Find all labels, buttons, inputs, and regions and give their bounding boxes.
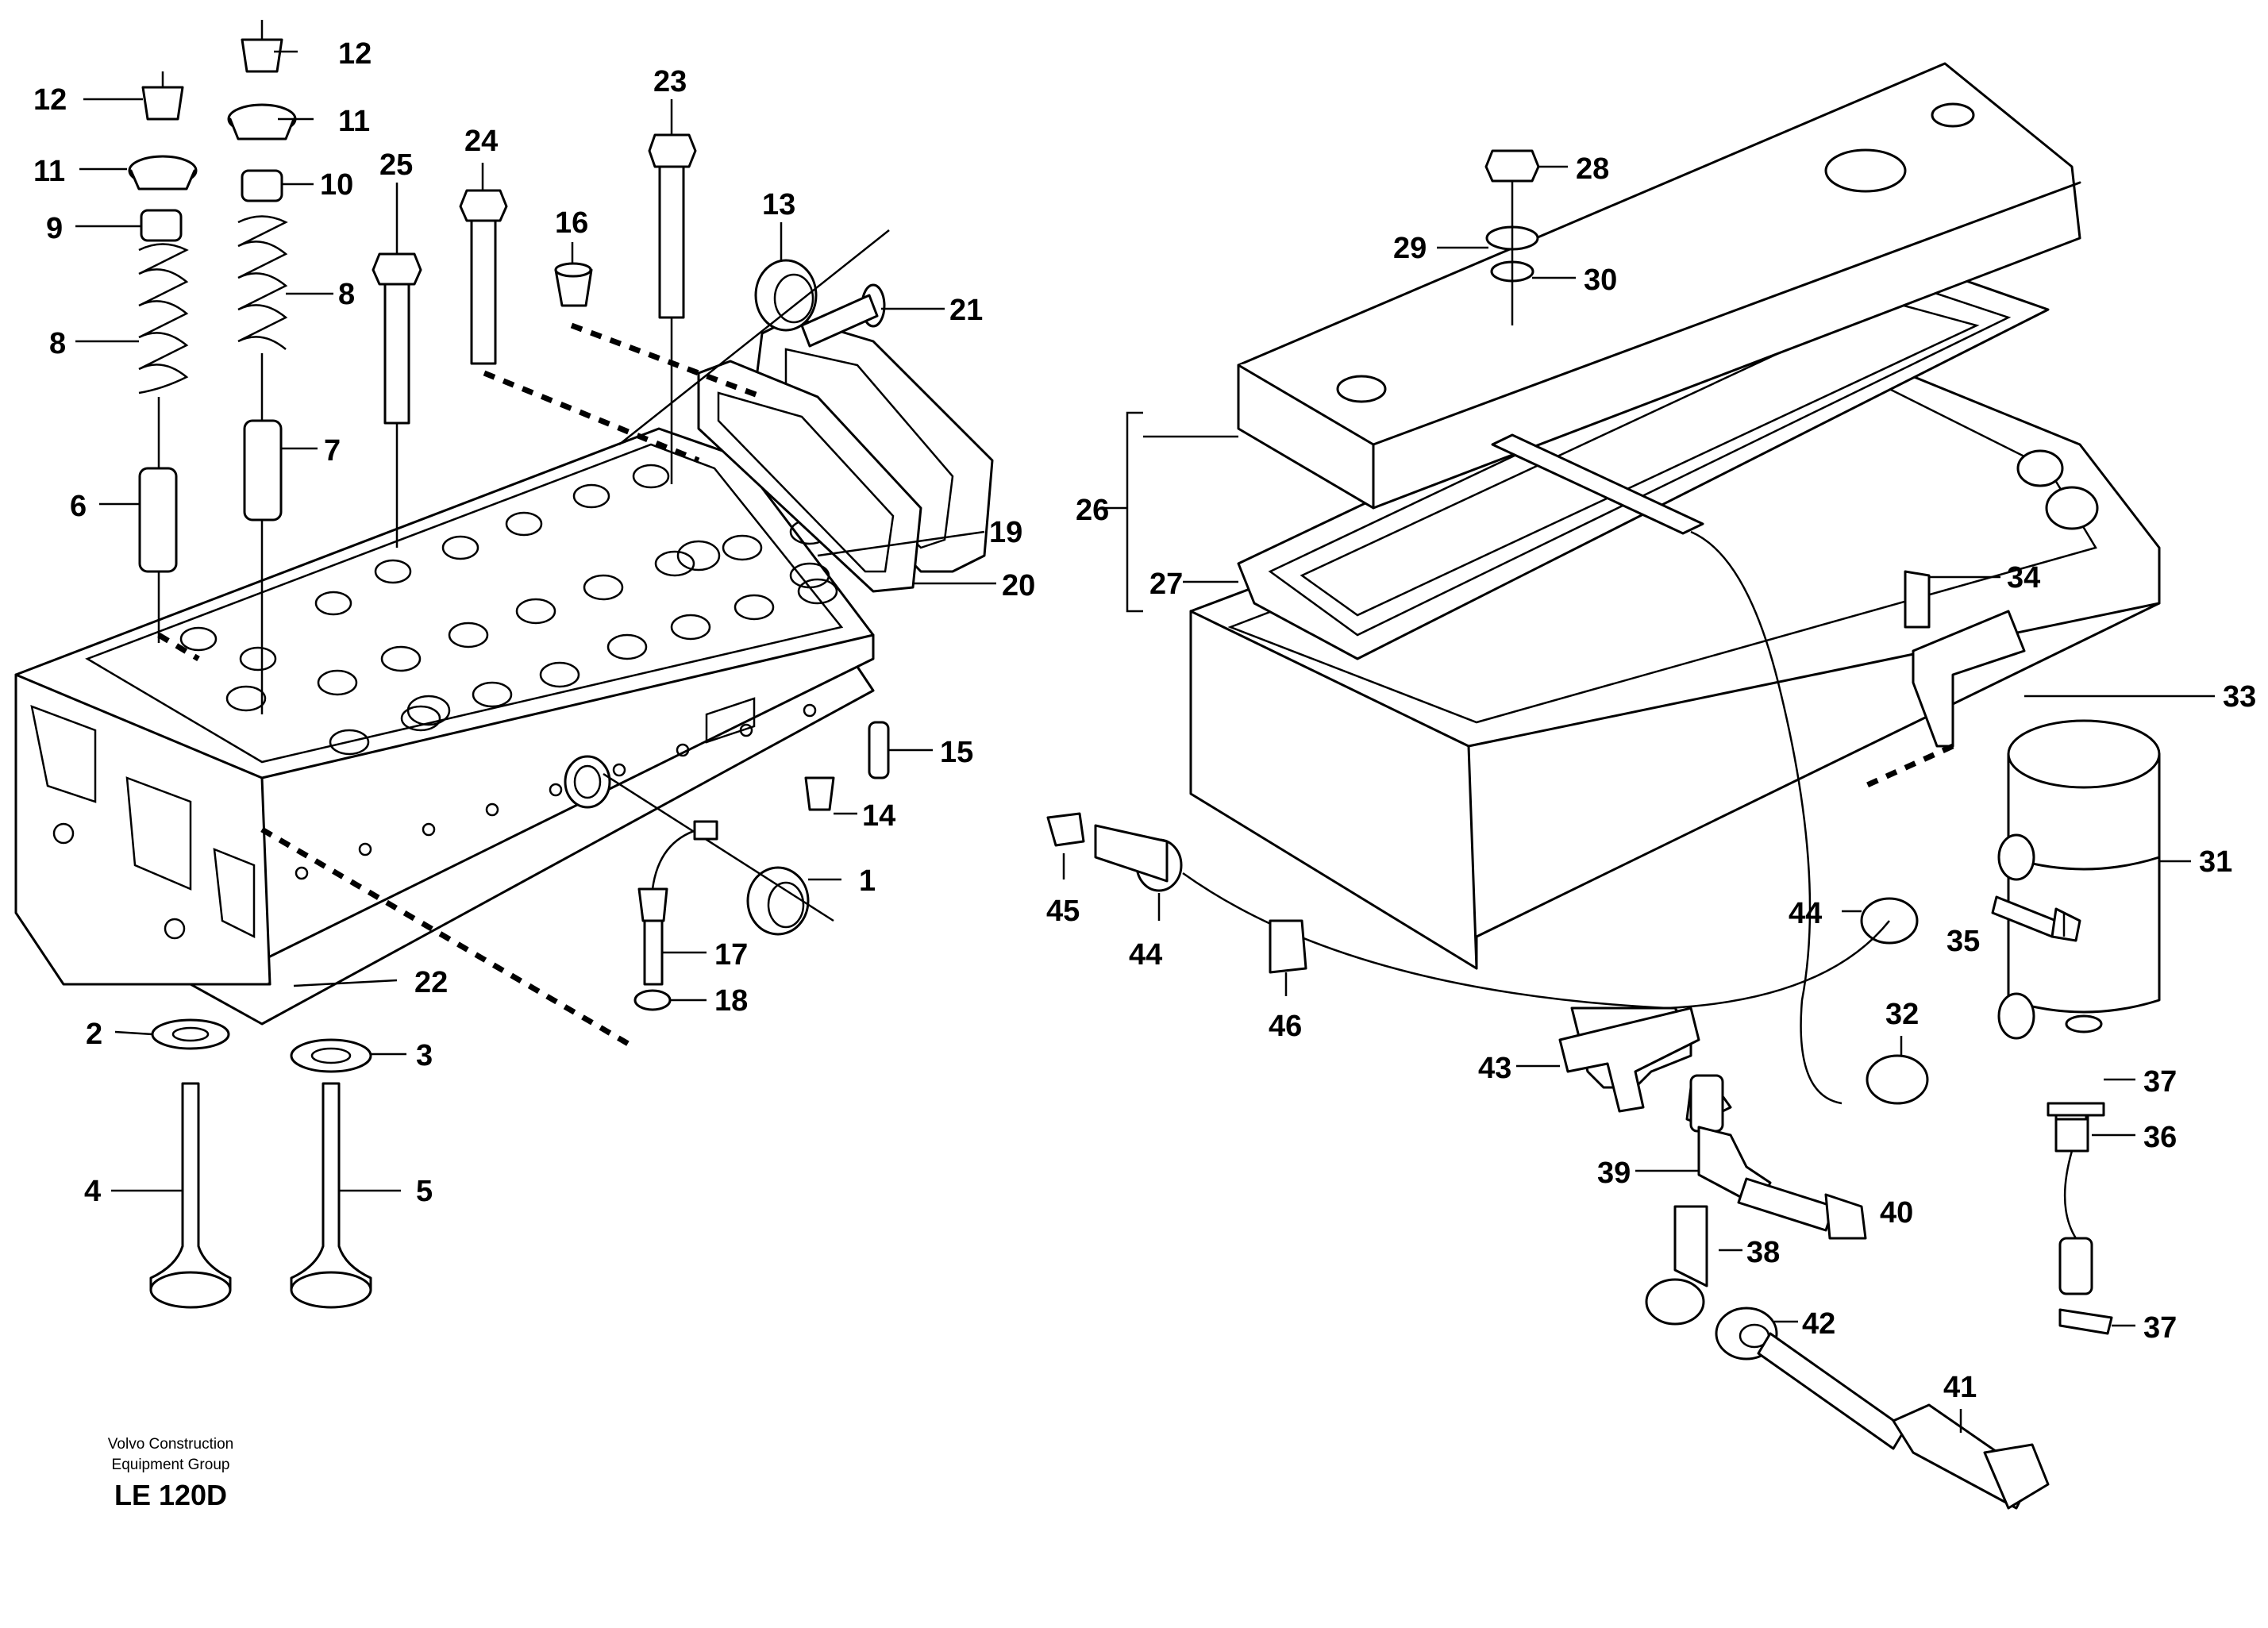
oil-separator-31 — [1991, 719, 2161, 1040]
callout-37-lower: 37 — [2143, 1311, 2177, 1345]
callout-19: 19 — [989, 516, 1022, 549]
cylinder-head — [14, 427, 875, 1026]
pipe-assembly — [1570, 1006, 2050, 1510]
callout-25: 25 — [379, 148, 413, 182]
valves — [149, 1018, 372, 1309]
callout-45: 45 — [1046, 895, 1080, 928]
callout-2: 2 — [86, 1018, 102, 1051]
callout-3: 3 — [416, 1039, 433, 1072]
valve-train-stack-left — [128, 71, 198, 643]
callout-1: 1 — [859, 864, 876, 898]
footer-branding: Volvo Construction Equipment Group LE 12… — [108, 1436, 233, 1511]
callout-27: 27 — [1149, 568, 1183, 601]
callout-18: 18 — [714, 984, 748, 1018]
callout-26: 26 — [1076, 494, 1109, 527]
bracket-33 — [1864, 570, 2026, 789]
callout-11-left: 11 — [33, 155, 65, 188]
callout-41: 41 — [1943, 1371, 1977, 1404]
callout-13: 13 — [762, 188, 795, 221]
callout-15: 15 — [940, 736, 973, 769]
callout-28: 28 — [1576, 152, 1609, 186]
callout-37-upper: 37 — [2143, 1065, 2177, 1099]
callout-16: 16 — [555, 206, 588, 240]
callout-leaders — [75, 50, 2215, 1433]
callout-5: 5 — [416, 1175, 433, 1208]
hoses-right — [1046, 812, 2113, 1335]
brand-line-2: Equipment Group — [112, 1457, 230, 1473]
callout-17: 17 — [714, 938, 748, 972]
callout-24: 24 — [464, 125, 498, 158]
callout-8-left: 8 — [49, 327, 66, 360]
callout-32: 32 — [1885, 998, 1919, 1031]
callout-8-right: 8 — [338, 278, 355, 311]
bracket-43 — [1558, 1006, 1700, 1113]
callout-38: 38 — [1746, 1236, 1780, 1269]
callout-22: 22 — [414, 966, 448, 999]
callout-4: 4 — [84, 1175, 101, 1208]
callout-46: 46 — [1269, 1010, 1302, 1043]
head-bolts — [372, 133, 697, 548]
callout-35: 35 — [1946, 925, 1980, 958]
seal-and-bolt — [618, 229, 890, 445]
alignment-dashes-left — [157, 322, 764, 1051]
valve-cover-assembly — [1189, 62, 2161, 1105]
callout-40: 40 — [1880, 1196, 1913, 1230]
model-label: LE 120D — [114, 1479, 227, 1511]
callout-21: 21 — [949, 294, 983, 327]
brand-line-1: Volvo Construction — [108, 1436, 233, 1453]
callout-7: 7 — [324, 434, 341, 468]
callout-29: 29 — [1393, 232, 1427, 265]
callout-44-left: 44 — [1129, 938, 1162, 972]
callout-20: 20 — [1002, 569, 1035, 602]
callout-6: 6 — [70, 490, 87, 523]
callout-9: 9 — [46, 212, 63, 245]
callout-labels: 12 12 11 11 9 10 8 8 6 7 25 24 23 16 13 … — [33, 37, 2256, 1404]
callout-30: 30 — [1584, 264, 1617, 297]
callout-34: 34 — [2007, 561, 2040, 595]
callout-23: 23 — [653, 65, 687, 98]
callout-12-right: 12 — [338, 37, 372, 71]
callout-10: 10 — [320, 168, 353, 202]
gasket-plate — [697, 316, 994, 593]
callout-39: 39 — [1597, 1157, 1631, 1190]
callout-43: 43 — [1478, 1052, 1511, 1085]
small-parts-left — [603, 721, 890, 1011]
callout-33: 33 — [2223, 680, 2256, 714]
callout-12-left: 12 — [33, 83, 67, 117]
callout-44-right: 44 — [1789, 897, 1822, 930]
callout-36: 36 — [2143, 1121, 2177, 1154]
callout-31: 31 — [2199, 845, 2232, 879]
callout-42: 42 — [1802, 1307, 1835, 1341]
callout-14: 14 — [862, 799, 895, 833]
callout-11-right: 11 — [338, 105, 370, 138]
